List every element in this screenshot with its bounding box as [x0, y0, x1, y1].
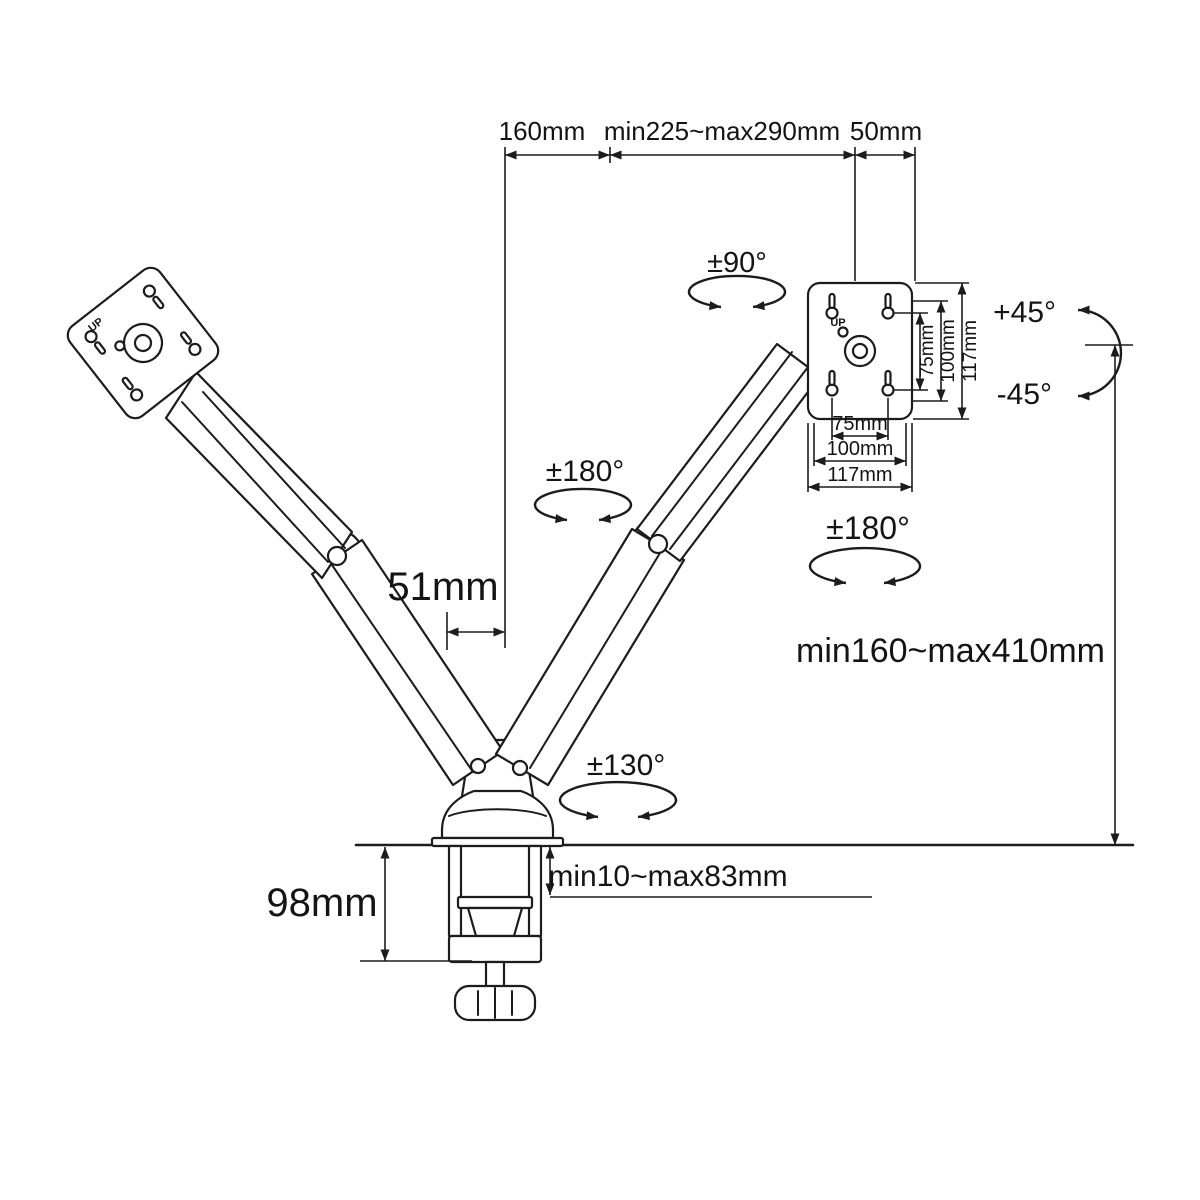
right-arm — [494, 342, 822, 787]
vesa-v-100: 100mm — [938, 319, 959, 382]
rotation-130-indicator: ±130° — [558, 749, 678, 821]
vesa-h-100: 100mm — [827, 438, 894, 460]
up-marking-right: UP — [830, 317, 845, 329]
tilt-up-label: +45° — [993, 296, 1056, 329]
clamp-range-dimension: min10~max83mm — [545, 847, 872, 898]
height-dimension-group: min160~max410mm — [796, 344, 1133, 845]
desk-base — [430, 789, 565, 848]
left-vesa-plate: UP — [66, 266, 220, 420]
vesa-vertical-dims: 75mm 100mm 117mm — [893, 282, 981, 420]
clamp-height-dimension: 98mm — [266, 847, 472, 962]
dim-arm-reach: min225~max290mm — [604, 116, 840, 146]
dim-98mm: 98mm — [266, 881, 377, 925]
dim-160mm: 160mm — [499, 116, 586, 146]
tilt-indicator: +45° -45° — [993, 296, 1123, 411]
dim-50mm: 50mm — [850, 116, 922, 146]
top-dimension-group: 160mm min225~max290mm 50mm — [499, 116, 922, 648]
rot-90-label: ±90° — [707, 247, 767, 279]
dim-clamp-range: min10~max83mm — [548, 860, 787, 893]
right-vesa-plate: UP — [806, 281, 914, 421]
rot-180-lower-label: ±180° — [826, 510, 910, 546]
clamp-pad — [456, 895, 534, 910]
dim-51mm: 51mm — [387, 565, 498, 609]
clamp-screw — [484, 960, 506, 990]
vesa-h-117: 117mm — [827, 464, 892, 486]
vesa-v-117: 117mm — [960, 320, 981, 382]
desk-clamp — [447, 844, 543, 1022]
joint-caps — [326, 533, 669, 777]
rot-180-upper-label: ±180° — [546, 455, 625, 488]
vesa-v-75: 75mm — [917, 325, 938, 378]
tilt-down-label: -45° — [997, 378, 1052, 411]
pivot-spacing-dimension: 51mm — [387, 565, 505, 650]
rotation-180-upper-indicator: ±180° — [533, 455, 633, 524]
rotation-180-lower-indicator: ±180° — [808, 510, 922, 587]
vesa-h-75: 75mm — [832, 413, 888, 435]
vesa-horizontal-dims: 75mm 100mm 117mm — [807, 398, 913, 492]
dim-height-range: min160~max410mm — [796, 632, 1105, 670]
rot-130-label: ±130° — [587, 749, 666, 782]
rotation-90-indicator: ±90° — [687, 247, 787, 311]
